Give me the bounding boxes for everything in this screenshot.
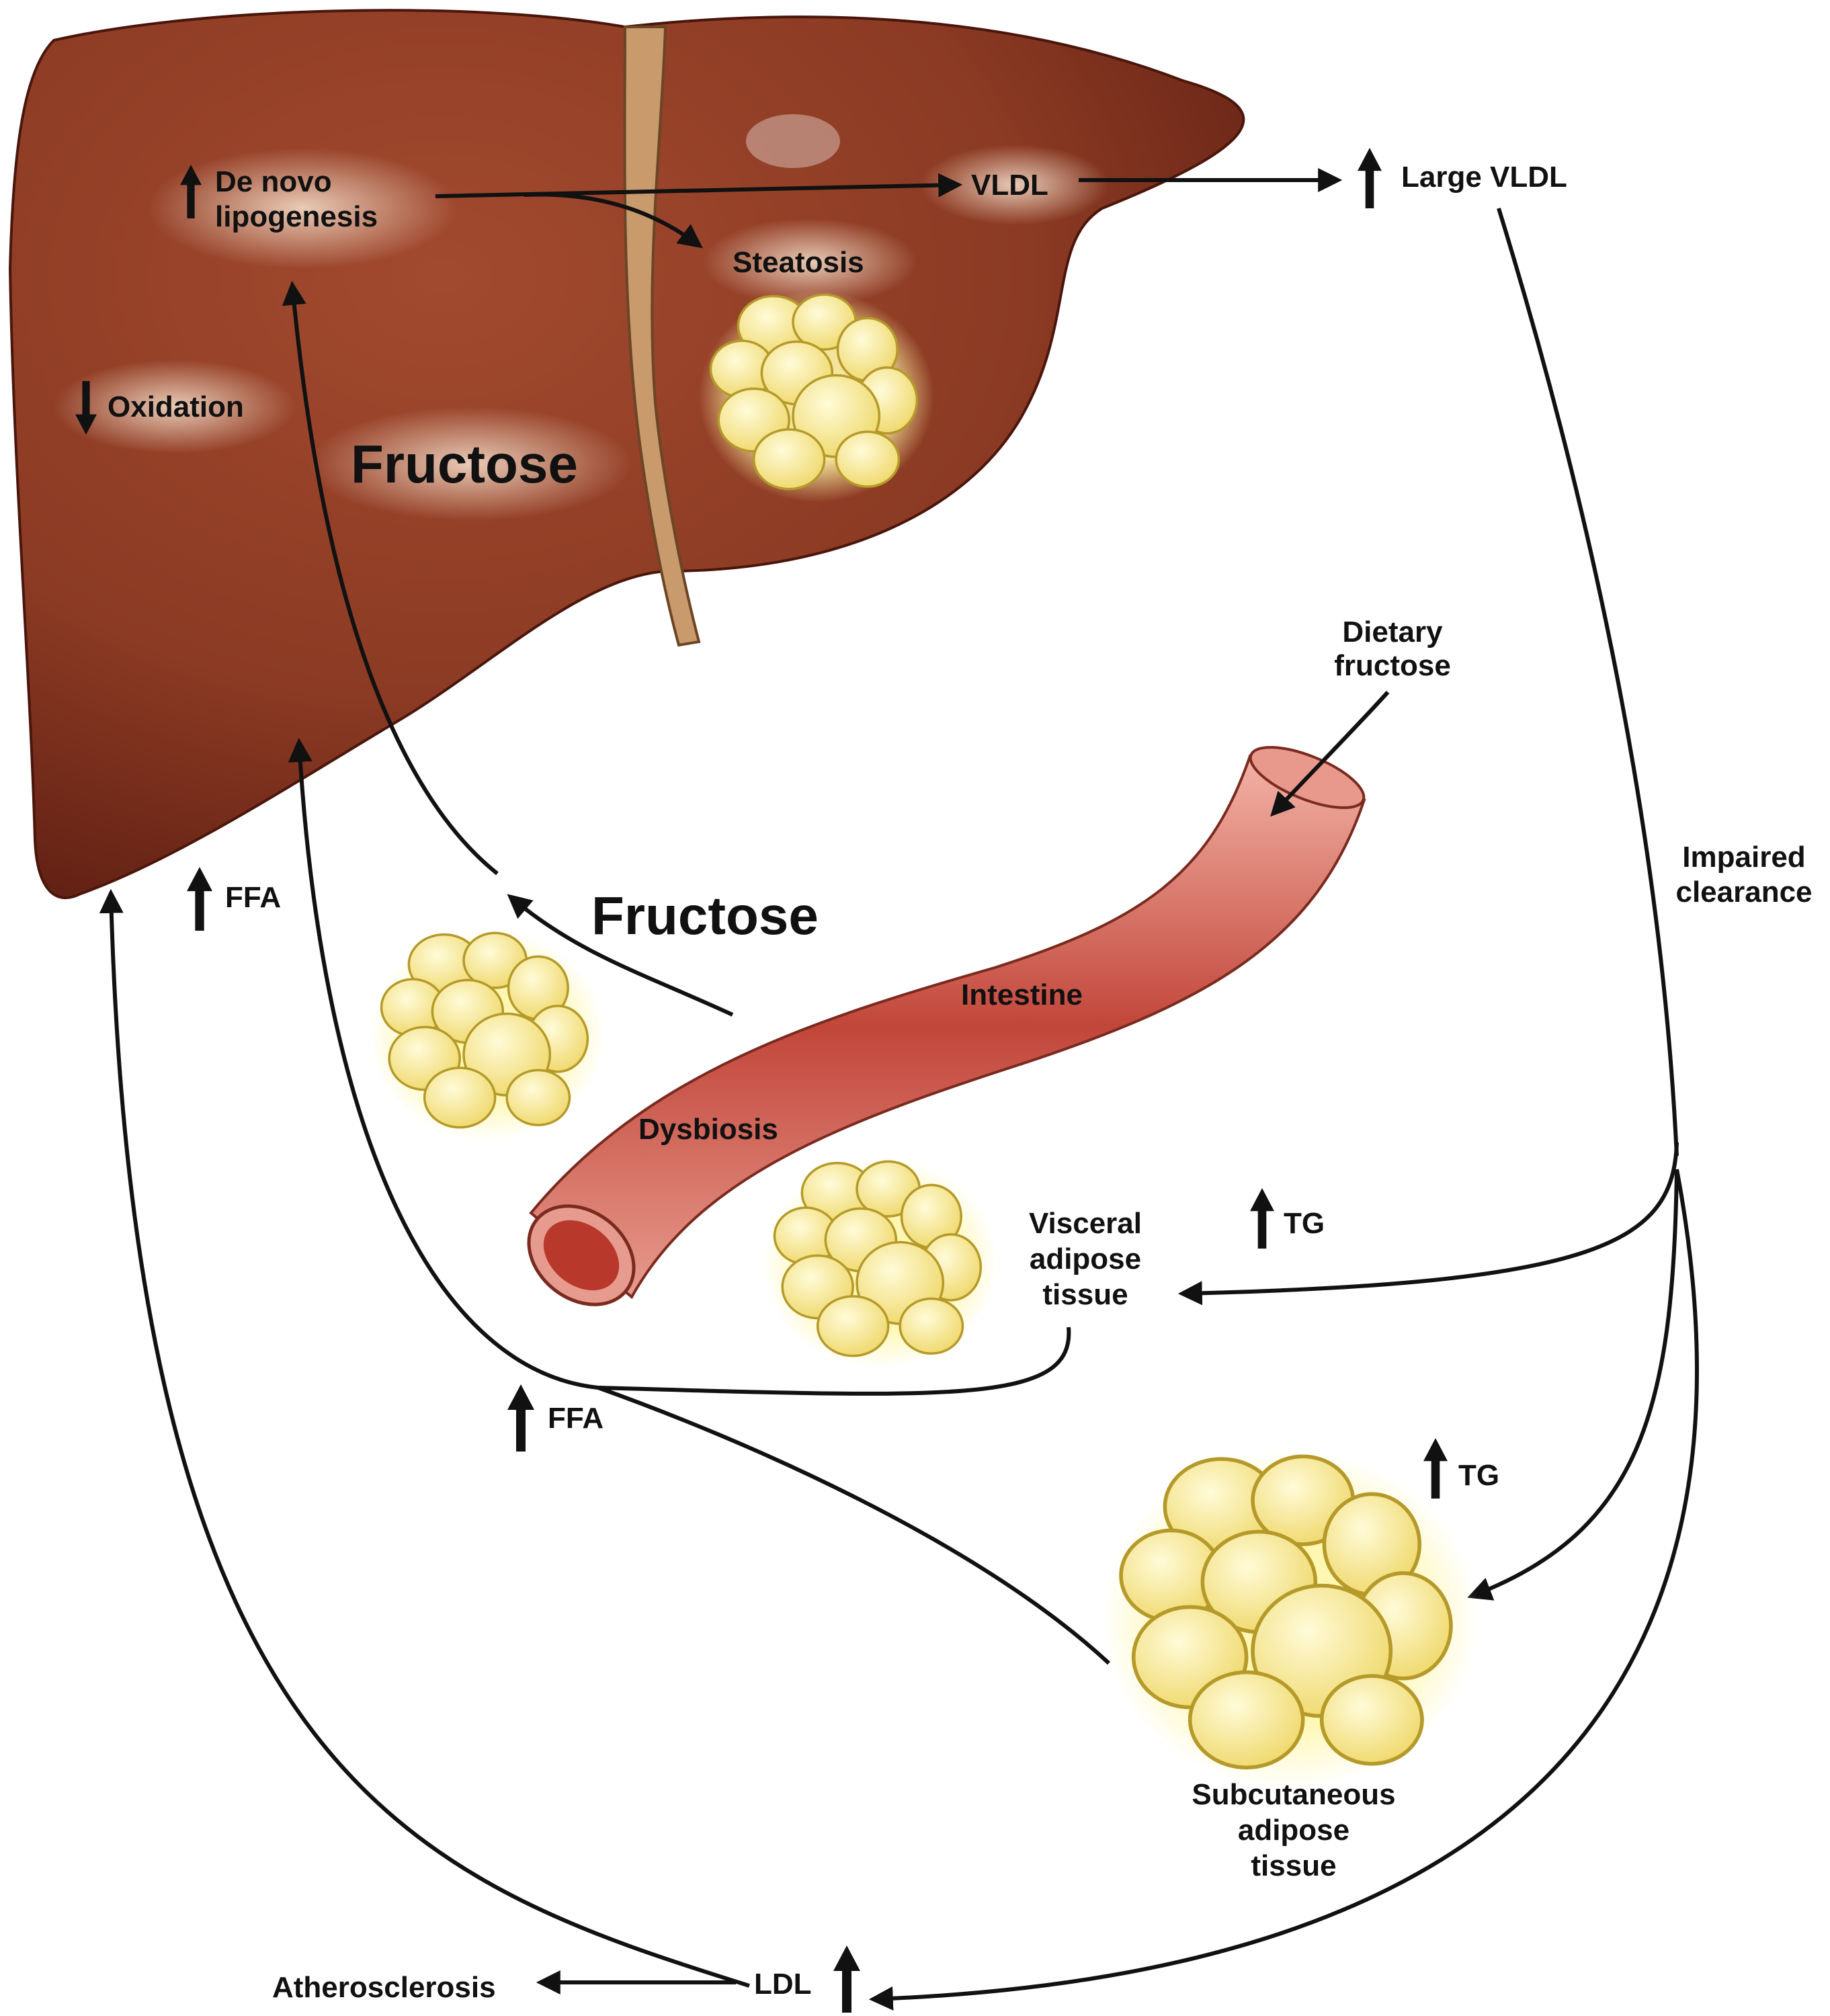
ldl-label: LDL [754,1968,812,2001]
subcutaneous-fat-cluster-icon [1102,1450,1479,1789]
liver [8,9,1245,899]
fat-cluster-icon [370,927,605,1142]
oxidation-label: Oxidation [108,390,244,423]
visceral-fat-cluster-icon [763,1156,998,1371]
subcutaneous-label-line3: tissue [1251,1849,1336,1882]
ffa-top-label: FFA [225,881,281,914]
large-vldl-label: Large VLDL [1401,161,1567,194]
up-arrow-icon [1358,148,1382,208]
falciform-ligament [623,26,701,647]
up-arrow-icon [507,1384,534,1452]
de-novo-label-line1: De novo [215,165,332,198]
subcutaneous-label-line1: Subcutaneous [1192,1778,1395,1811]
dysbiosis-label: Dysbiosis [638,1113,778,1146]
dietary-fructose-line1: Dietary [1342,616,1443,648]
steatosis-fat-cluster-icon [699,289,934,504]
up-arrow-icon [1250,1188,1274,1249]
tg-subcut-label: TG [1458,1459,1499,1492]
up-arrow-icon [187,867,212,931]
atherosclerosis-label: Atherosclerosis [272,1971,496,2004]
dietary-fructose-line2: fructose [1334,649,1451,682]
impaired-clearance-line2: clearance [1675,876,1812,909]
fructose-liver-label: Fructose [351,434,578,494]
fructose-gut-label: Fructose [591,886,819,946]
visceral-label-line3: tissue [1042,1278,1128,1311]
de-novo-label-line2: lipogenesis [215,200,378,233]
tg-visceral-label: TG [1284,1207,1325,1240]
vldl-label: VLDL [971,169,1048,202]
flow-arrows [99,168,1699,2011]
up-arrow-icon [1423,1438,1448,1499]
visceral-label-line1: Visceral [1029,1207,1142,1240]
up-arrow-icon [833,1945,860,2013]
ffa-mid-label: FFA [548,1402,604,1435]
subcutaneous-label-line2: adipose [1238,1814,1349,1847]
intestine-label: Intestine [961,978,1083,1011]
steatosis-label: Steatosis [733,246,864,279]
visceral-label-line2: adipose [1030,1243,1141,1275]
impaired-clearance-line1: Impaired [1682,841,1805,874]
